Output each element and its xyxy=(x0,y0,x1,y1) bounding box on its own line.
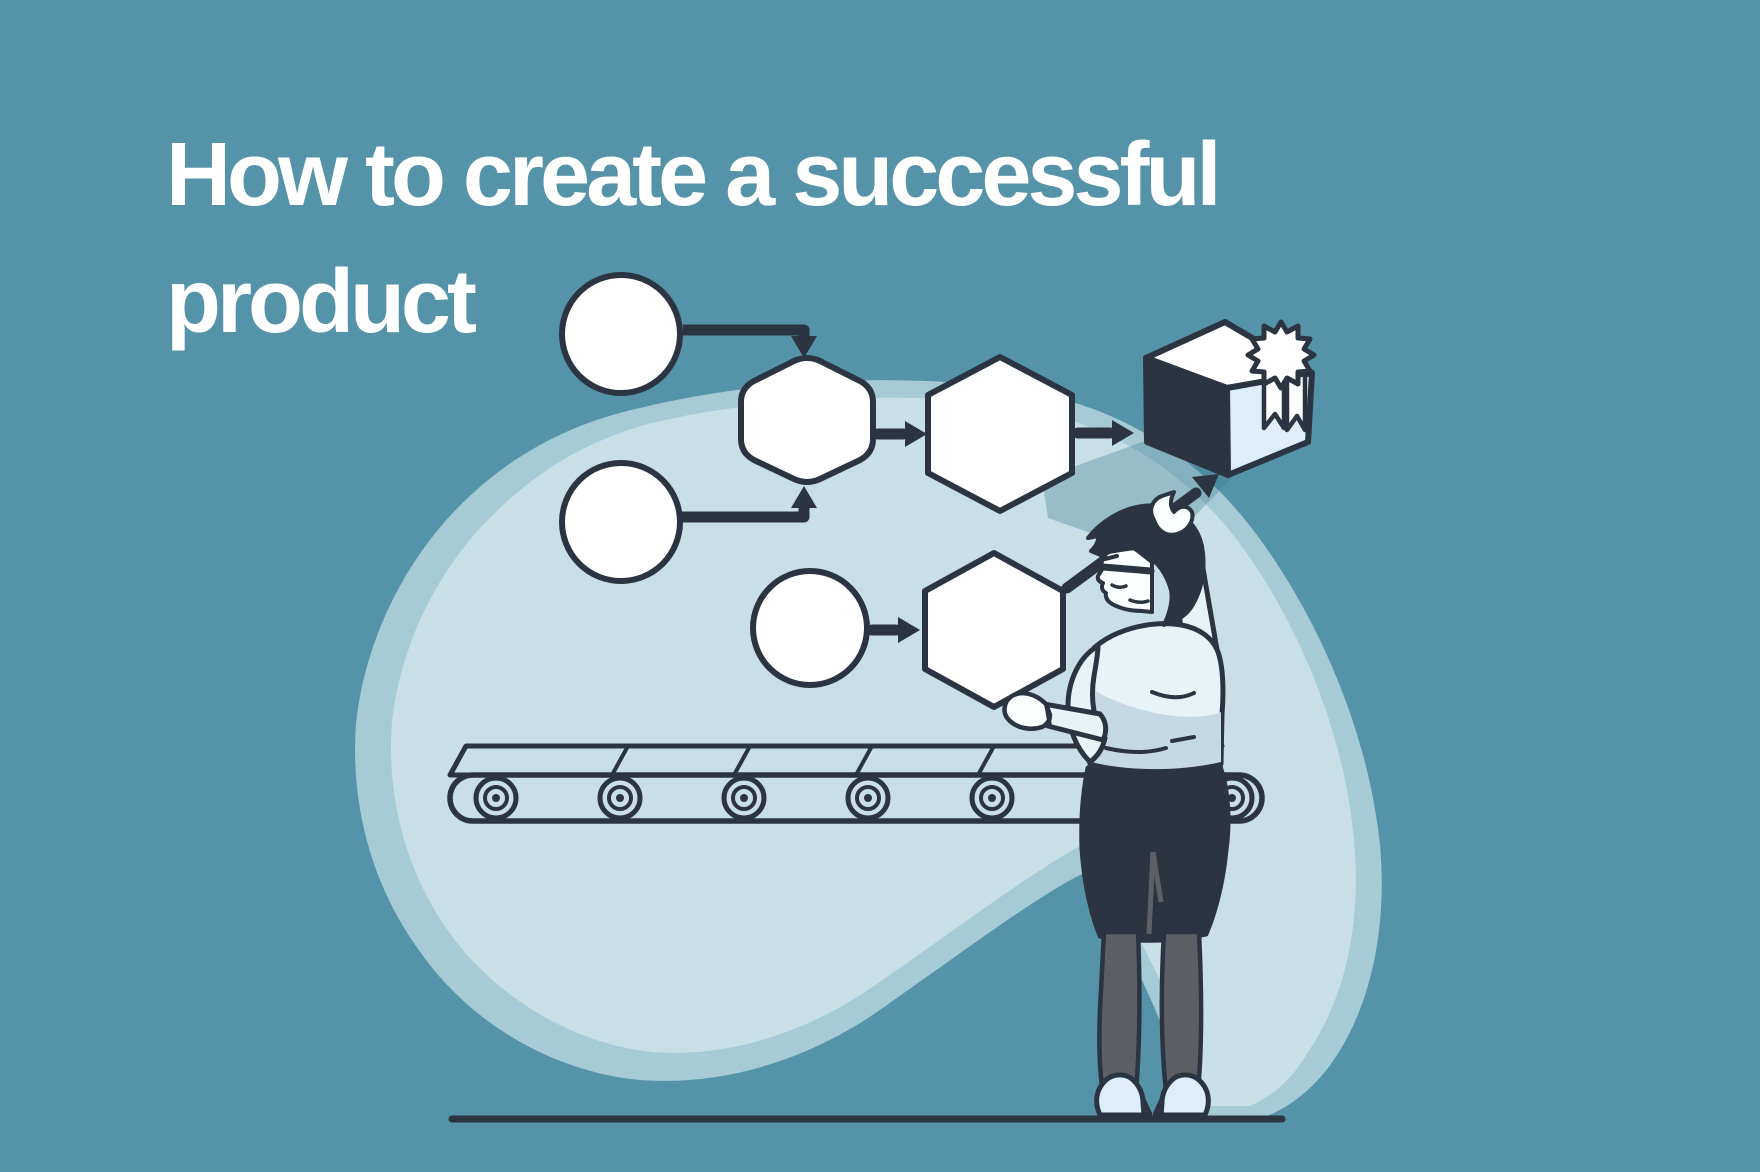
eyebrow-line xyxy=(1099,554,1119,562)
arrowhead-icon xyxy=(791,336,817,358)
gift-box-icon xyxy=(1143,319,1317,478)
flowchart xyxy=(559,272,1134,710)
arrowhead-icon xyxy=(1112,420,1134,446)
arrowhead-icon xyxy=(1192,474,1219,498)
conveyor-belt-band xyxy=(447,772,1265,824)
flow-circle-1 xyxy=(559,272,683,396)
arrowhead-icon xyxy=(898,617,920,643)
open-hand xyxy=(1002,691,1053,731)
roller-icon xyxy=(597,775,643,821)
flow-circle-3 xyxy=(750,568,870,688)
arrowhead-icon xyxy=(905,421,927,447)
box-shadow xyxy=(1042,440,1232,556)
high-heel-shoes xyxy=(1094,1072,1211,1118)
shoe xyxy=(1158,1072,1211,1118)
roller-icon xyxy=(845,775,891,821)
smile-line xyxy=(1110,583,1128,590)
roller-icon xyxy=(721,775,767,821)
flow-hexagon-1 xyxy=(738,355,876,485)
back-fold-line xyxy=(1104,746,1168,754)
arrowhead-icon xyxy=(791,486,817,508)
arrow-icon xyxy=(681,506,810,523)
shoe xyxy=(1094,1072,1147,1118)
woman-head xyxy=(1086,490,1206,627)
page-title: How to create a successful product xyxy=(166,112,1356,366)
title-line-2: product xyxy=(166,252,477,352)
gripping-hand xyxy=(1149,490,1195,537)
flow-hexagon-2 xyxy=(925,354,1075,514)
back-fold-line xyxy=(1170,735,1196,743)
glasses-icon xyxy=(1099,563,1155,575)
roller-icon xyxy=(969,775,1015,821)
chin-line xyxy=(1128,598,1150,605)
cuff-line xyxy=(1044,702,1052,727)
skirt-slit xyxy=(1146,851,1164,935)
flow-circle-2 xyxy=(559,460,683,584)
roller-icon xyxy=(473,775,519,821)
ribbon-tail xyxy=(1284,371,1308,433)
back-fold-line xyxy=(1150,690,1196,700)
woman-figure xyxy=(1002,534,1231,1118)
title-line-1: How to create a successful xyxy=(166,125,1221,225)
award-rosette-icon xyxy=(1245,319,1317,391)
